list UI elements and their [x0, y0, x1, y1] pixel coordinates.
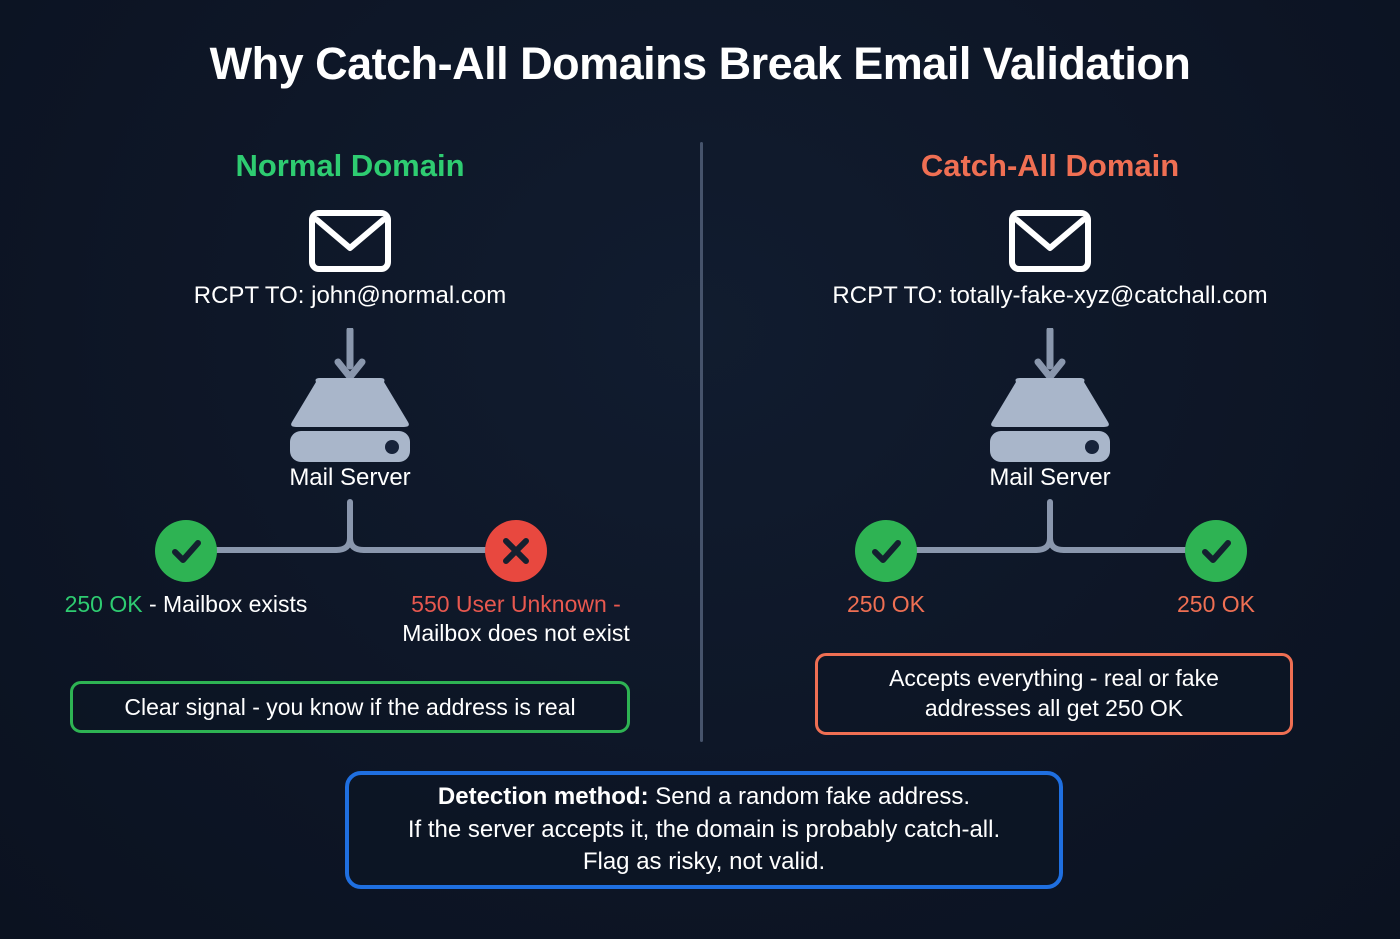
callout-catchall-line2: addresses all get 250 OK: [924, 695, 1184, 721]
status-code-250: 250 OK: [64, 591, 143, 617]
x-circle-icon: [485, 520, 547, 582]
server-icon: [280, 376, 420, 464]
callout-normal-text: Clear signal - you know if the address i…: [124, 693, 576, 720]
column-normal-domain: Normal Domain RCPT TO: john@normal.com M…: [0, 148, 700, 768]
check-circle-icon: [855, 520, 917, 582]
result-text-failure: 550 User Unknown - Mailbox does not exis…: [386, 590, 646, 649]
server-label-normal: Mail Server: [289, 464, 411, 491]
status-description-550: Mailbox does not exist: [402, 620, 630, 647]
result-text-success: 250 OK - Mailbox exists: [56, 590, 316, 619]
status-description-250: - Mailbox exists: [142, 591, 308, 617]
status-code-550: 550 User Unknown -: [411, 591, 621, 617]
detection-text: Detection method: Send a random fake add…: [408, 781, 1000, 878]
status-code-250-left: 250 OK: [847, 591, 925, 617]
envelope-icon: [309, 210, 391, 272]
heading-normal-domain: Normal Domain: [235, 148, 465, 183]
envelope-icon: [1009, 210, 1091, 272]
result-text-left-250: 250 OK: [756, 590, 1016, 619]
result-text-right-250: 250 OK: [1086, 590, 1346, 619]
rcpt-line-normal: RCPT TO: john@normal.com: [193, 282, 507, 309]
branch-arrows: [160, 498, 540, 568]
rcpt-line-catchall: RCPT TO: totally-fake-xyz@catchall.com: [832, 282, 1268, 309]
heading-catchall-domain: Catch-All Domain: [920, 148, 1180, 183]
callout-catchall-line1: Accepts everything - real or fake: [889, 665, 1219, 692]
column-catchall-domain: Catch-All Domain RCPT TO: totally-fake-x…: [700, 148, 1400, 768]
detection-line3: Flag as risky, not valid.: [582, 848, 826, 876]
detection-label: Detection method:: [437, 783, 649, 811]
server-icon: [980, 376, 1120, 464]
callout-detection-method: Detection method: Send a random fake add…: [345, 771, 1063, 889]
branch-arrows: [860, 498, 1240, 568]
arrow-down-icon: [333, 326, 367, 381]
page-title: Why Catch-All Domains Break Email Valida…: [209, 38, 1191, 89]
detection-line2: If the server accepts it, the domain is …: [407, 815, 1001, 843]
arrow-down-icon: [1033, 326, 1067, 381]
check-circle-icon: [1185, 520, 1247, 582]
callout-catchall-domain: Accepts everything - real or fake addres…: [815, 653, 1293, 735]
callout-catchall-text: Accepts everything - real or fake addres…: [889, 664, 1219, 724]
callout-normal-domain: Clear signal - you know if the address i…: [70, 681, 630, 733]
check-circle-icon: [155, 520, 217, 582]
server-label-catchall: Mail Server: [989, 464, 1111, 491]
detection-line1-rest: Send a random fake address.: [648, 783, 971, 811]
column-divider: [700, 142, 703, 742]
status-code-250-right: 250 OK: [1177, 591, 1255, 617]
